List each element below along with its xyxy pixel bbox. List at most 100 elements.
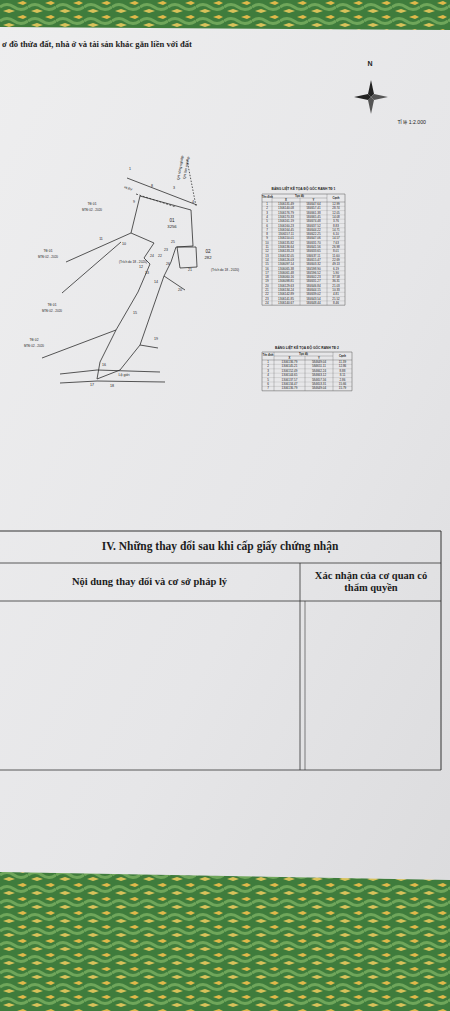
table-cell: 1306132.05 bbox=[272, 254, 300, 258]
table-cell: 3 bbox=[262, 211, 272, 215]
table-cell: 14.08 bbox=[327, 215, 345, 219]
map-sheet-label: MTĐ 02 - 2020 bbox=[38, 256, 58, 259]
grid-line bbox=[262, 270, 345, 271]
paper-sheet bbox=[0, 27, 450, 880]
table-cell: 15.79 bbox=[333, 386, 352, 390]
table-cell: 7.63 bbox=[327, 241, 345, 245]
table-cell: 10.33 bbox=[327, 288, 345, 292]
table-cell: 584602.23 bbox=[300, 275, 327, 279]
table-cell: 6.19 bbox=[327, 267, 345, 271]
vertex-number: 20 bbox=[178, 289, 182, 293]
table-cell: 5 bbox=[262, 378, 274, 382]
table-cell: 1306145.21 bbox=[274, 364, 305, 368]
table-cell: 15 bbox=[262, 262, 272, 266]
table-cell: 584633.65 bbox=[300, 249, 327, 253]
table-cell: 8.11 bbox=[333, 373, 352, 377]
vertex-number: 1 bbox=[129, 168, 131, 172]
table-cell: 49.13 bbox=[327, 262, 345, 266]
grid-line bbox=[262, 377, 352, 378]
map-sheet-label: MTĐ 02 - 2020 bbox=[82, 209, 102, 212]
table-cell: 15.66 bbox=[333, 382, 352, 386]
map-sheet-label: TĐ 02 bbox=[30, 339, 39, 342]
map-sheet-label: TĐ 01 bbox=[48, 304, 57, 307]
vertex-number: 4 bbox=[192, 201, 194, 205]
column-header: Cạnh bbox=[327, 194, 345, 202]
table-cell: 1306142.89 bbox=[272, 292, 300, 296]
road-label: Lộ giới bbox=[119, 374, 130, 378]
table-cell: 36.31 bbox=[327, 279, 345, 283]
column-header: Tọa độ bbox=[272, 194, 327, 198]
table-cell: 23 bbox=[262, 297, 272, 301]
scale-text: Tỉ lệ 1:2.000 bbox=[397, 120, 426, 125]
table-cell: 3 bbox=[262, 369, 274, 373]
table-cell: 20 bbox=[262, 284, 272, 288]
vertex-number: 21 bbox=[188, 269, 192, 273]
table-cell: 584641.56 bbox=[300, 245, 327, 249]
table-cell: 1306136.79 bbox=[274, 360, 305, 364]
vertex-number: 8 bbox=[151, 185, 153, 189]
vertex-number: 16 bbox=[102, 364, 106, 368]
parcel-area: 3256 bbox=[167, 225, 176, 229]
table-cell: 12.99 bbox=[327, 202, 345, 206]
table-cell: 584661.38 bbox=[300, 211, 327, 215]
table-cell: 584639.02 bbox=[300, 292, 327, 296]
table-cell: 1306157.11 bbox=[272, 232, 300, 236]
column-heading-cell: Nội dung thay đổi và cơ sở pháp lý bbox=[0, 564, 299, 600]
map-sheet-label: MTĐ 02 - 2020 bbox=[42, 310, 62, 313]
table-cell: 2 bbox=[262, 364, 274, 368]
vertex-number: 11 bbox=[99, 238, 103, 242]
table-cell: 584643.54 bbox=[300, 297, 327, 301]
grid-line bbox=[262, 352, 263, 391]
table-cell: 584615.47 bbox=[300, 258, 327, 262]
table-cell: 1306129.63 bbox=[272, 284, 300, 288]
table-cell: 584657.56 bbox=[305, 378, 333, 382]
grid-line bbox=[262, 223, 345, 224]
table-cell: 1306170.33 bbox=[272, 215, 300, 219]
table-cell: 584648.44 bbox=[300, 301, 327, 305]
table-cell: 1306135.82 bbox=[272, 241, 300, 245]
table-cell: 584649.04 bbox=[305, 386, 333, 390]
map-sheet-label: TĐ 01 bbox=[44, 250, 53, 253]
table-cell: 26.98 bbox=[327, 245, 345, 249]
table-cell: 1306061.48 bbox=[272, 271, 300, 275]
table-cell: 4 bbox=[262, 215, 272, 219]
table-cell: 8.83 bbox=[327, 224, 345, 228]
table-cell: 584665.45 bbox=[300, 215, 327, 219]
table-cell: 22.69 bbox=[327, 258, 345, 262]
cell-text: Nội dung thay đổi và cơ sở pháp lý bbox=[72, 576, 227, 588]
parcel-map bbox=[42, 160, 197, 383]
table-cell: 584663.12 bbox=[305, 373, 333, 377]
table-cell: 6 bbox=[262, 224, 272, 228]
grid-line bbox=[262, 386, 352, 387]
table-cell: 1306065.38 bbox=[272, 267, 300, 271]
table-cell: 1306136.79 bbox=[274, 386, 305, 390]
table-cell: 11 bbox=[262, 245, 272, 249]
table-cell: 16 bbox=[262, 267, 272, 271]
column-header: Tọa độ bbox=[274, 352, 333, 356]
table-cell: 24 bbox=[262, 301, 272, 305]
table-cell: 21 bbox=[262, 288, 272, 292]
north-arrow bbox=[354, 80, 388, 114]
parcel-number: 02 bbox=[205, 250, 210, 255]
grid-line bbox=[262, 364, 352, 365]
table-cell: 1306134.47 bbox=[274, 382, 305, 386]
vertex-number: 18 bbox=[110, 385, 114, 389]
table-cell: 1306176.79 bbox=[272, 211, 300, 215]
vertex-number: 3 bbox=[173, 187, 175, 191]
table-cell: 12.86 bbox=[333, 364, 352, 368]
column-header: Y bbox=[305, 356, 333, 360]
vertex-number: 13 bbox=[145, 272, 149, 276]
vertex-number: 15 bbox=[133, 312, 137, 316]
table-cell: 8.88 bbox=[333, 369, 352, 373]
table-cell: 14.71 bbox=[327, 228, 345, 232]
grid-line bbox=[262, 382, 352, 383]
table-cell: 584662.24 bbox=[305, 369, 333, 373]
vertex-number: 23 bbox=[164, 249, 168, 252]
table-cell: 584653.31 bbox=[305, 382, 333, 386]
table-cell: 1306150.01 bbox=[272, 236, 300, 240]
change-table bbox=[0, 531, 441, 770]
table-cell: 584631.70 bbox=[300, 241, 327, 245]
table-cell: 21.52 bbox=[327, 297, 345, 301]
table-cell: 8 bbox=[262, 232, 272, 236]
vertex-number: 22 bbox=[158, 255, 162, 258]
